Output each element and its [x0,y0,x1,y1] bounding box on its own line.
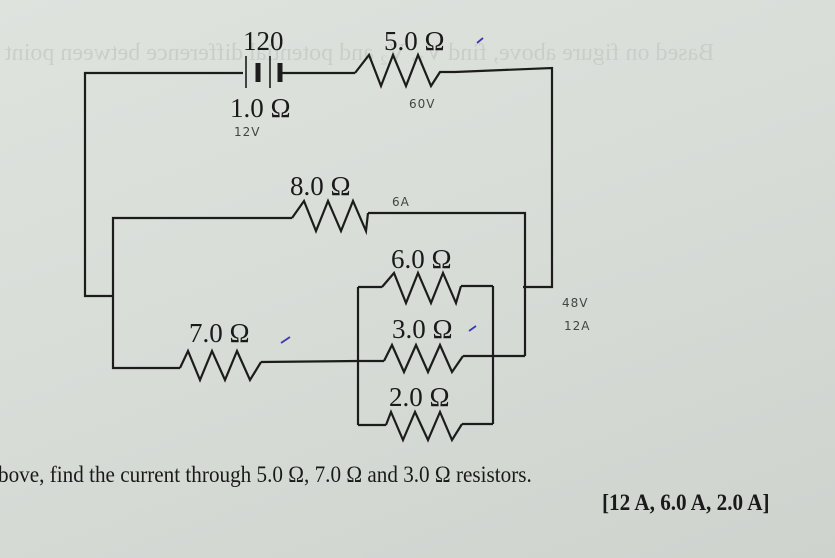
resistor-3ohm[interactable] [383,342,464,375]
note-side-voltage: 48V [562,296,588,310]
wire-r7-to-mid [260,359,359,364]
check-mark-r3 [468,325,477,332]
resistor-6ohm[interactable] [381,270,463,307]
ghost-text-top: Based on figure above, find V₁, V₂ and p… [5,40,715,66]
battery-internal-resistance-label: 1.0 Ω [230,93,291,123]
wire-outer-right [454,66,554,289]
wire-inner-left [111,216,292,296]
resistor-2ohm-label: 2.0 Ω [389,382,450,412]
note-r8-current: 6A [392,195,410,209]
check-mark-r7 [280,336,291,344]
answer-text: [12 A, 6.0 A, 2.0 A] [602,490,770,515]
resistor-5ohm[interactable] [354,52,455,90]
battery-symbol [245,56,283,88]
note-side-current: 12A [564,319,590,333]
note-battery-voltage: 12V [234,125,260,139]
resistor-7ohm[interactable] [179,348,262,383]
resistor-2ohm[interactable] [384,409,463,443]
resistor-8ohm-label: 8.0 Ω [290,171,351,201]
wire-outer-left [83,71,243,298]
resistor-6ohm-label: 6.0 Ω [391,244,452,274]
resistor-3ohm-label: 3.0 Ω [392,314,453,344]
wire-r8-to-right [368,211,527,356]
resistor-5ohm-label: 5.0 Ω [384,26,445,56]
resistor-8ohm[interactable] [291,198,370,236]
wire-lower-left [111,296,180,370]
note-r5-voltage: 60V [409,97,435,111]
check-mark-r5 [476,37,484,44]
bleed-through-text: Based on figure above, find V₁, V₂ and p… [5,40,715,66]
question-text: bove, find the current through 5.0 Ω, 7.… [0,462,532,487]
resistor-7ohm-label: 7.0 Ω [189,318,250,348]
battery-emf-label: 120 [243,26,284,56]
